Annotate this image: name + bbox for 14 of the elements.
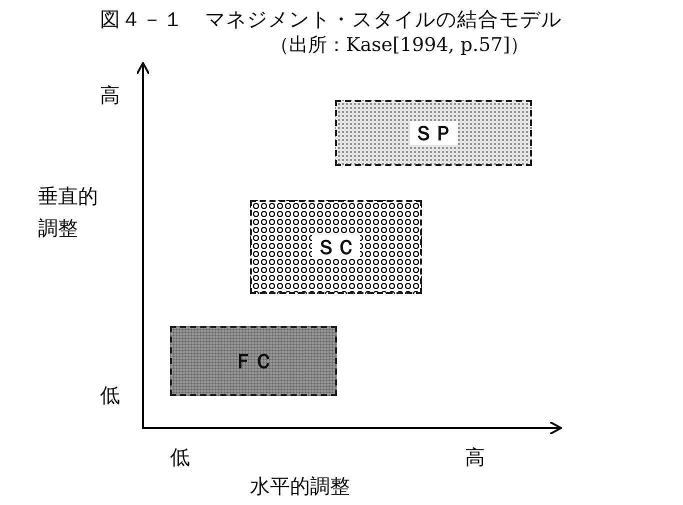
axis-tick-label: 低 bbox=[100, 382, 120, 409]
pattern-box bbox=[335, 100, 532, 166]
source-note: （出所：Kase[1994, p.57]） bbox=[270, 33, 530, 58]
pattern-box bbox=[170, 326, 337, 396]
axis-title: 水平的調整 bbox=[250, 473, 350, 500]
axis-tick-label: 高 bbox=[465, 444, 485, 471]
figure-title: 図４－１ マネジメント・スタイルの結合モデル bbox=[100, 6, 562, 33]
axis-tick-label: 低 bbox=[170, 444, 190, 471]
box-label: ＳＰ bbox=[410, 121, 458, 145]
box-label: ＦＣ bbox=[232, 349, 274, 373]
box-label: ＳＣ bbox=[312, 235, 360, 259]
pattern-box bbox=[250, 200, 422, 294]
axis-tick-label: 高 bbox=[100, 82, 120, 109]
axis-title: 垂直的調整 bbox=[38, 183, 99, 242]
